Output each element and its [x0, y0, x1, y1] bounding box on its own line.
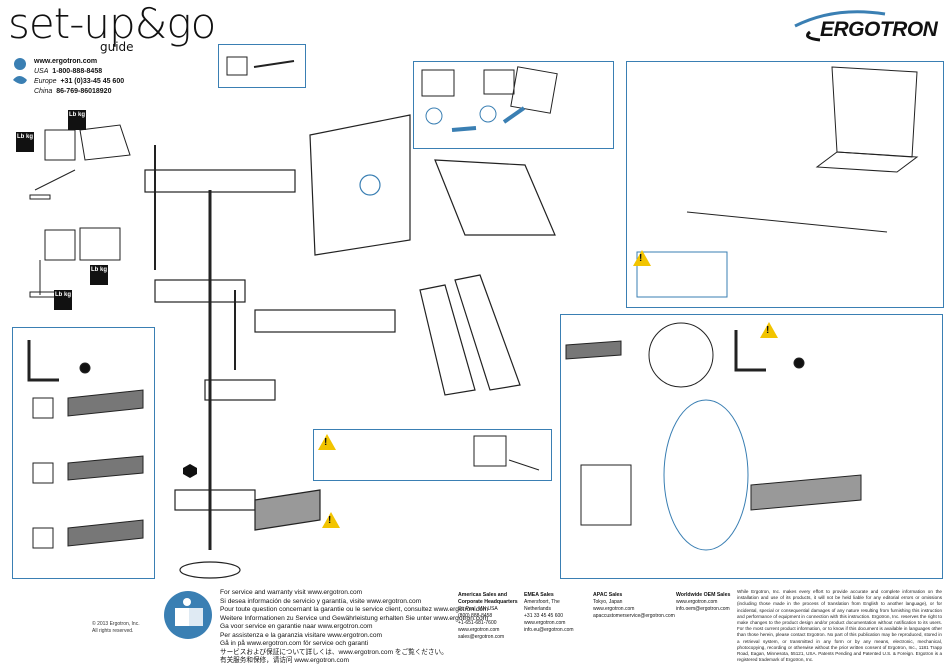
desk-clamp-panel: [12, 327, 155, 579]
service-lines: For service and warranty visit www.ergot…: [220, 589, 488, 666]
weight-icon: Lb kg: [68, 110, 86, 130]
office-americas: Americas Sales and Corporate Headquarter…: [458, 592, 518, 640]
contact-block: www.ergotron.com USA 1-800-888-8458 Euro…: [34, 57, 124, 97]
service-line: Gå in på www.ergotron.com för service oc…: [220, 640, 369, 647]
phone-region-europe: Europe: [34, 78, 57, 85]
service-line: For service and warranty visit www.ergot…: [220, 589, 363, 596]
warning-icon: [760, 322, 778, 338]
main-assembly-illustration: [135, 90, 575, 595]
service-line: Weitere Informationen zu Service und Gew…: [220, 614, 489, 622]
guide-subtitle: guide: [100, 40, 134, 54]
warning-icon: [318, 434, 336, 450]
vesa-rotation-panel: [413, 61, 614, 149]
copyright: © 2013 Ergotron, Inc.All rights reserved…: [92, 621, 140, 634]
phone-number-europe: +31 (0)33-45 45 600: [60, 78, 125, 85]
hex-key-icon: [183, 464, 197, 483]
phone-region-usa: USA: [34, 68, 49, 75]
service-line: Pour toute question concernant la garant…: [220, 606, 489, 613]
phone-region-china: China: [34, 88, 53, 95]
globe-icon: [10, 56, 30, 101]
phone-number-china: 86-769-86018920: [56, 88, 112, 95]
grommet-mount-panel: [560, 314, 943, 579]
warning-icon: [633, 250, 651, 266]
weight-icon: Lb kg: [54, 290, 72, 310]
service-line: Per assistenza e la garanzia visitare ww…: [220, 631, 382, 639]
config-illustrations: [5, 110, 155, 315]
legal-disclaimer: While Ergotron, Inc. makes every effort …: [737, 589, 942, 663]
laptop-tray-panel: [626, 61, 944, 308]
tools-panel: [218, 44, 306, 88]
weight-icon: Lb kg: [90, 265, 108, 285]
guide-title: set-up&go: [8, 0, 216, 48]
ergotron-swoosh-icon: [790, 6, 940, 51]
warning-icon: [322, 512, 340, 528]
ergotron-logo: ERGOTRON: [820, 18, 938, 41]
contact-web[interactable]: www.ergotron.com: [34, 58, 98, 65]
service-line: サービスおよび保証について詳しくは、www.ergotron.com をご覧くだ…: [220, 648, 448, 656]
phone-number-usa: 1-800-888-8458: [52, 68, 103, 75]
weight-icon: Lb kg: [16, 132, 34, 152]
warning-panel: [313, 429, 552, 481]
office-emea: EMEA Sales Amersfoort, The Netherlands+3…: [524, 592, 574, 633]
service-line: Si desea información de servicio y garan…: [220, 597, 422, 605]
read-manual-icon: [163, 590, 213, 645]
service-line: 有关服务和保修，请访问 www.ergotron.com: [220, 657, 349, 664]
service-line: Ga voor service en garantie naar www.erg…: [220, 623, 373, 630]
